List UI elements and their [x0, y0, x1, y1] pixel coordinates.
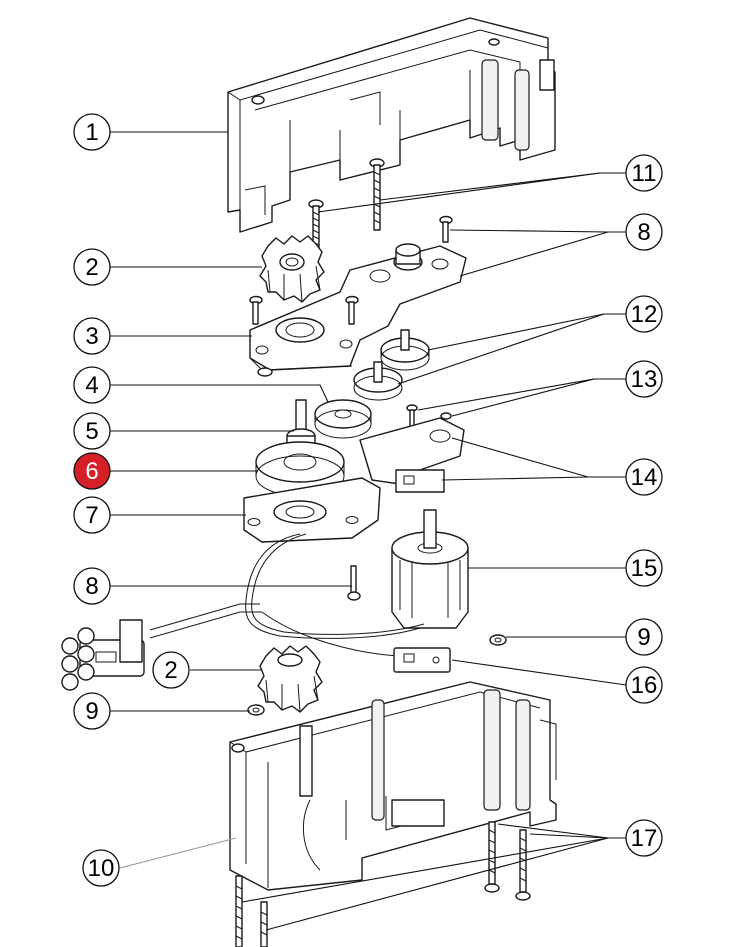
part-screw-8-lower	[347, 565, 361, 601]
part-spur-gear-2-upper	[259, 235, 325, 303]
callout-8-upper: 8	[625, 213, 663, 251]
callout-label: 3	[85, 323, 98, 350]
part-gear-plate-3	[249, 243, 467, 377]
part-switch-plate-14	[359, 417, 465, 493]
callout-6-highlighted[interactable]: 6	[73, 452, 111, 490]
part-gear-housing-7	[243, 477, 381, 543]
callout-3: 3	[73, 317, 111, 355]
callout-label: 2	[85, 254, 98, 281]
callout-15: 15	[625, 549, 663, 587]
callout-4: 4	[73, 366, 111, 404]
callout-2-lower: 2	[152, 651, 190, 689]
callout-label: 4	[85, 372, 98, 399]
callout-label: 1	[85, 119, 98, 146]
part-nuts-9	[247, 634, 507, 716]
callout-label: 13	[631, 366, 658, 393]
callout-label: 12	[631, 301, 658, 328]
callout-label: 9	[637, 624, 650, 651]
part-connector	[61, 619, 145, 691]
part-screws-8-upper	[249, 215, 453, 325]
callout-label: 11	[632, 160, 657, 187]
callout-10: 10	[82, 849, 120, 887]
callout-label: 10	[88, 855, 115, 882]
part-spur-gear-2-lower	[257, 645, 323, 713]
callout-17: 17	[625, 819, 663, 857]
callout-label: 17	[631, 825, 658, 852]
callout-9-left: 9	[73, 692, 111, 730]
callout-12: 12	[625, 295, 663, 333]
callout-9-right: 9	[625, 618, 663, 656]
part-upper-housing	[227, 17, 556, 233]
callout-label: 15	[631, 555, 658, 582]
callout-7: 7	[73, 496, 111, 534]
callout-label: 8	[85, 573, 98, 600]
callout-16: 16	[625, 666, 663, 704]
callout-label: 14	[631, 464, 658, 491]
part-microswitch-16	[393, 647, 451, 673]
part-lower-housing-10	[229, 681, 557, 891]
callout-label: 7	[85, 502, 98, 529]
wire-harness	[149, 533, 425, 657]
part-motor-15	[391, 509, 469, 629]
callout-2-upper: 2	[73, 248, 111, 286]
callout-label: 9	[85, 698, 98, 725]
part-large-gear-6	[255, 441, 345, 497]
part-pinion-gears-12	[353, 329, 430, 401]
callout-8-lower: 8	[73, 567, 111, 605]
leader-lines	[110, 131, 627, 931]
callout-label: 5	[85, 418, 98, 445]
callout-1: 1	[73, 113, 111, 151]
callout-label: 6	[85, 458, 98, 485]
part-gear-4	[314, 399, 372, 439]
callout-label: 2	[164, 657, 177, 684]
callout-label: 16	[631, 672, 658, 699]
callout-5: 5	[73, 412, 111, 450]
callout-14: 14	[625, 458, 663, 496]
callout-label: 8	[637, 219, 650, 246]
callout-11: 11	[625, 154, 663, 192]
callout-13: 13	[625, 360, 663, 398]
